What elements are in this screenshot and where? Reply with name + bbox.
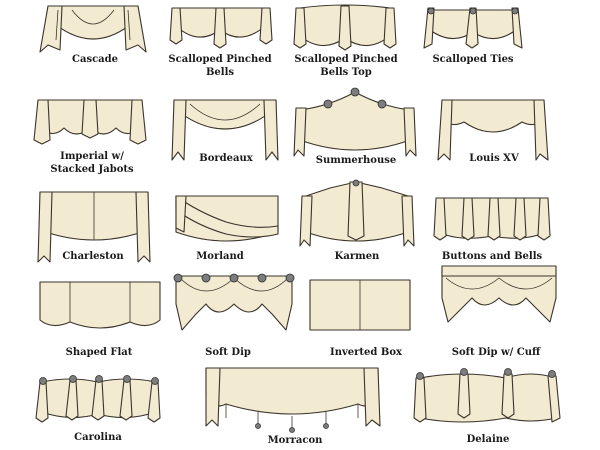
louis-xv-drawing [437,99,549,161]
label-buttons-and-bells: Buttons and Bells [441,251,543,262]
shaped-flat-drawing [39,281,161,329]
scalloped-pinched-bells-drawing [169,7,273,49]
label-morland: Morland [196,251,244,262]
label-cascade: Cascade [72,54,118,65]
label-louis-xv: Louis XV [469,153,519,164]
label-bordeaux: Bordeaux [199,153,253,164]
inverted-box-drawing [309,279,411,331]
buttons-and-bells-drawing [433,197,551,241]
label-delaine: Delaine [466,434,510,445]
delaine-drawing [413,368,561,423]
carolina-drawing [35,375,161,423]
morland-drawing [175,195,279,242]
label-shaped-flat: Shaped Flat [65,347,133,358]
label-imperial-stacked-jabots: Imperial w/ Stacked Jabots [50,151,134,175]
soft-dip-drawing [173,273,295,331]
label-summerhouse: Summerhouse [315,155,397,166]
charleston-drawing [37,191,151,263]
label-morracon: Morracon [267,435,323,446]
imperial-stacked-jabots-drawing [33,99,147,145]
label-scalloped-pinched-bells: Scalloped Pinched Bells [168,54,272,78]
label-scalloped-pinched-bells-top: Scalloped Pinched Bells Top [294,54,398,78]
label-carolina: Carolina [74,432,122,443]
summerhouse-drawing [293,87,417,157]
label-soft-dip-cuff: Soft Dip w/ Cuff [451,347,541,358]
label-charleston: Charleston [62,251,124,262]
scalloped-pinched-bells-top-drawing [293,4,397,51]
bordeaux-drawing [171,99,279,161]
karmen-drawing [299,179,415,247]
label-karmen: Karmen [334,251,380,262]
cascade-drawing [39,5,147,53]
soft-dip-cuff-drawing [441,265,557,323]
scalloped-ties-drawing [423,7,523,49]
label-scalloped-ties: Scalloped Ties [432,54,514,65]
label-soft-dip: Soft Dip [205,347,251,358]
label-inverted-box: Inverted Box [330,347,402,358]
morracon-drawing [205,367,381,433]
